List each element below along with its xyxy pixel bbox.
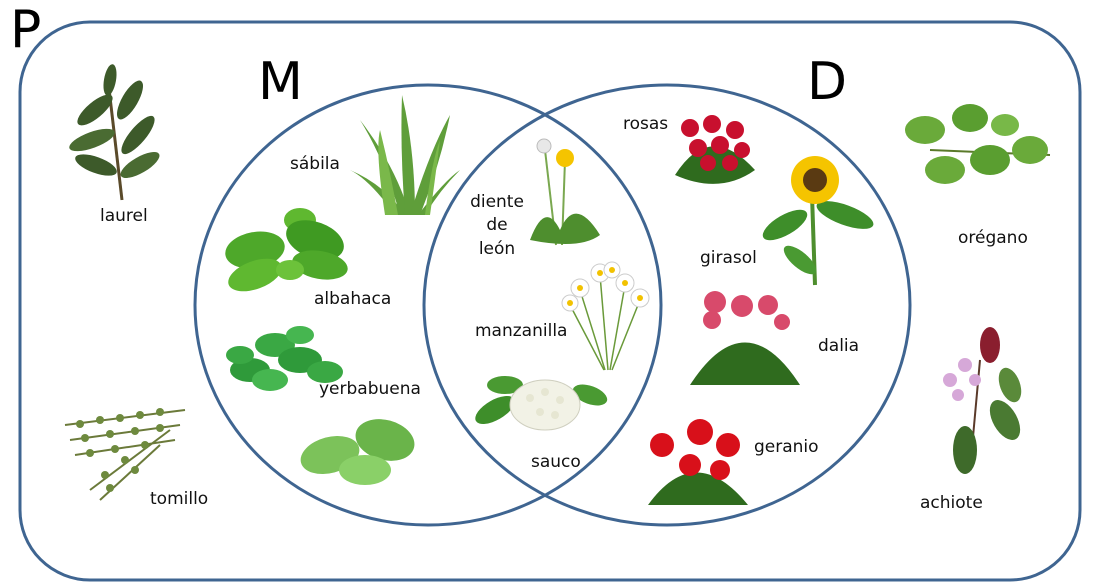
mint-leaves-image [300,419,415,485]
diente-de-leon-plant-image [530,138,600,246]
set-d-circle [422,83,912,527]
laurel-plant-image [69,64,160,201]
label-yerbabuena: yerbabuena [319,379,421,399]
label-girasol: girasol [700,248,757,268]
label-geranio: geranio [754,437,819,457]
oregano-plant-image [905,104,1051,184]
girasol-plant-image [762,156,874,286]
label-achiote: achiote [920,493,983,513]
label-diente-line-3: león [478,238,516,259]
rosas-plant-image [675,115,755,184]
dalia-plant-image [690,291,800,385]
set-m-circle [193,83,663,527]
sabila-plant-image [350,95,460,215]
set-m-label: M [258,52,303,112]
sauco-plant-image [475,376,608,431]
yerbabuena-plant-image [226,326,343,391]
label-diente-de-leon: diente de león [466,192,528,260]
label-sabila: sábila [290,154,340,174]
tomillo-plant-image [64,408,186,501]
set-d-label: D [807,52,848,112]
label-laurel: laurel [100,206,148,226]
label-oregano: orégano [958,228,1028,248]
label-rosas: rosas [623,114,669,134]
label-diente-line-1: diente [470,192,524,212]
label-tomillo: tomillo [150,489,209,509]
label-albahaca: albahaca [314,289,392,309]
label-manzanilla: manzanilla [475,321,568,341]
manzanilla-plant-image [561,261,650,371]
geranio-plant-image [648,419,748,505]
universe-label: P [10,0,42,60]
universe-rectangle [18,20,1082,582]
label-diente-line-2: de [486,215,508,236]
label-dalia: dalia [818,336,860,356]
albahaca-plant-image [225,208,348,292]
label-sauco: sauco [531,452,581,472]
achiote-plant-image [943,327,1022,474]
